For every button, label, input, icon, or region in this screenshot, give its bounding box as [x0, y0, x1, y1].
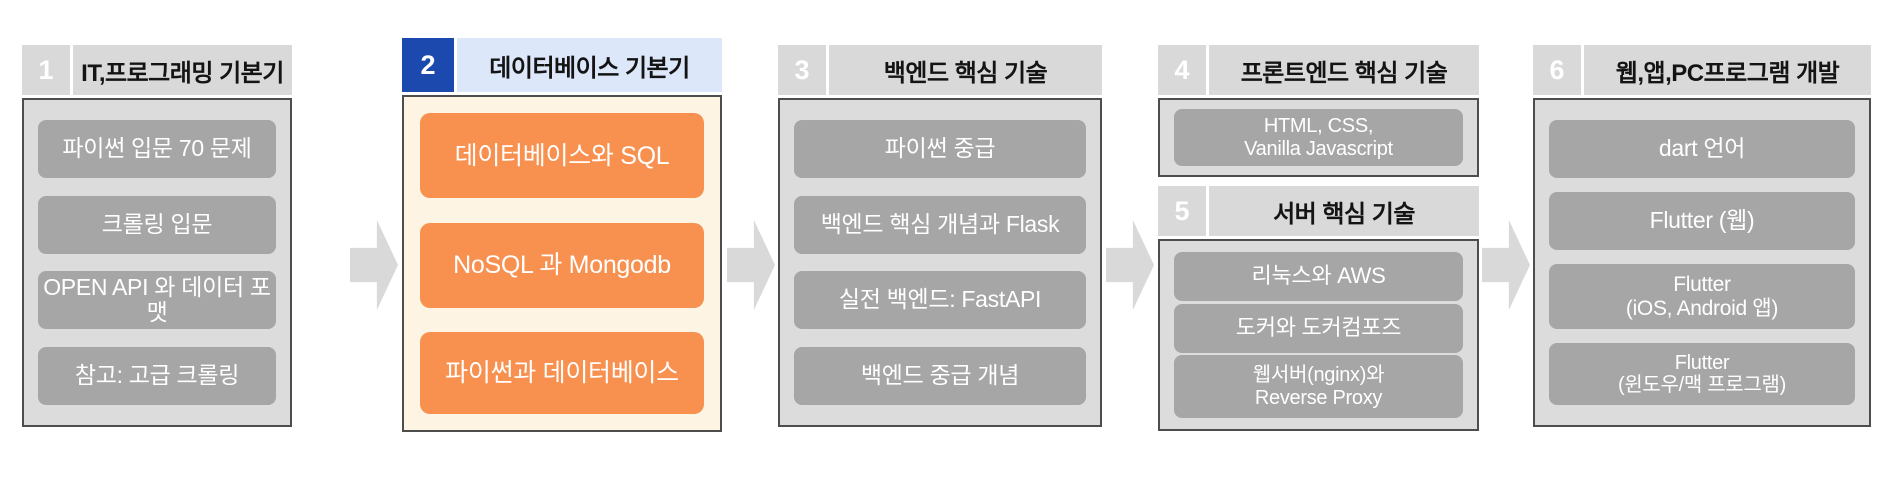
step-3-title: 백엔드 핵심 기술	[883, 59, 1048, 87]
arrow-right-icon	[727, 220, 775, 310]
step-1-header: 1 IT,프로그래밍 기본기	[22, 45, 292, 95]
step-4-number: 4	[1158, 45, 1209, 95]
course-item: 도커와 도커컴포즈	[1174, 303, 1463, 353]
step-2-header: 2 데이터베이스 기본기	[402, 38, 722, 92]
step-2-title: 데이터베이스 기본기	[489, 54, 690, 82]
arrow-right-icon	[350, 220, 398, 310]
step-1-number: 1	[22, 45, 73, 95]
course-item: OPEN API 와 데이터 포맷	[38, 271, 276, 330]
course-item: 데이터베이스와 SQL	[420, 113, 704, 198]
arrow-right-icon	[1106, 220, 1154, 310]
course-item: NoSQL 과 Mongodb	[420, 222, 704, 308]
course-item: Flutter (웹)	[1549, 192, 1855, 250]
course-item: 파이썬 중급	[794, 120, 1086, 178]
step-5-body: 리눅스와 AWS 도커와 도커컴포즈 웹서버(nginx)와 Reverse P…	[1158, 239, 1479, 431]
step-5: 5 서버 핵심 기술 리눅스와 AWS 도커와 도커컴포즈 웹서버(nginx)…	[1158, 186, 1479, 431]
step-5-number: 5	[1158, 186, 1209, 236]
course-item: 크롤링 입문	[38, 195, 276, 254]
step-4: 4 프론트엔드 핵심 기술 HTML, CSS, Vanilla Javascr…	[1158, 45, 1479, 177]
step-2: 2 데이터베이스 기본기 데이터베이스와 SQL NoSQL 과 Mongodb…	[402, 38, 722, 432]
course-item: 파이썬 입문 70 문제	[38, 120, 276, 178]
step-6-title: 웹,앱,PC프로그램 개발	[1615, 59, 1840, 87]
step-2-body: 데이터베이스와 SQL NoSQL 과 Mongodb 파이썬과 데이터베이스	[402, 95, 722, 432]
step-4-body: HTML, CSS, Vanilla Javascript	[1158, 98, 1479, 177]
step-2-number: 2	[402, 38, 457, 92]
step-3-body: 파이썬 중급 백엔드 핵심 개념과 Flask 실전 백엔드: FastAPI …	[778, 98, 1102, 427]
course-item: Flutter (iOS, Android 앱)	[1549, 264, 1855, 329]
course-item: HTML, CSS, Vanilla Javascript	[1174, 109, 1463, 166]
step-6: 6 웹,앱,PC프로그램 개발 dart 언어 Flutter (웹) Flut…	[1533, 45, 1871, 427]
course-item: 백엔드 핵심 개념과 Flask	[794, 195, 1086, 254]
step-6-number: 6	[1533, 45, 1584, 95]
course-item: 파이썬과 데이터베이스	[420, 332, 704, 414]
step-4-header: 4 프론트엔드 핵심 기술	[1158, 45, 1479, 95]
course-item: Flutter (윈도우/맥 프로그램)	[1549, 343, 1855, 405]
course-item: 실전 백엔드: FastAPI	[794, 271, 1086, 330]
course-item: dart 언어	[1549, 120, 1855, 178]
course-item: 리눅스와 AWS	[1174, 252, 1463, 301]
step-5-title: 서버 핵심 기술	[1273, 200, 1415, 228]
arrow-right-icon	[1482, 220, 1530, 310]
step-5-header: 5 서버 핵심 기술	[1158, 186, 1479, 236]
step-3: 3 백엔드 핵심 기술 파이썬 중급 백엔드 핵심 개념과 Flask 실전 백…	[778, 45, 1102, 427]
step-4-title: 프론트엔드 핵심 기술	[1240, 59, 1448, 87]
step-1-body: 파이썬 입문 70 문제 크롤링 입문 OPEN API 와 데이터 포맷 참고…	[22, 98, 292, 427]
step-3-number: 3	[778, 45, 829, 95]
course-item: 참고: 고급 크롤링	[38, 346, 276, 405]
step-1-title: IT,프로그래밍 기본기	[81, 59, 284, 87]
course-item: 백엔드 중급 개념	[794, 346, 1086, 405]
step-1: 1 IT,프로그래밍 기본기 파이썬 입문 70 문제 크롤링 입문 OPEN …	[22, 45, 292, 427]
course-item: 웹서버(nginx)와 Reverse Proxy	[1174, 355, 1463, 418]
step-6-header: 6 웹,앱,PC프로그램 개발	[1533, 45, 1871, 95]
step-3-header: 3 백엔드 핵심 기술	[778, 45, 1102, 95]
step-6-body: dart 언어 Flutter (웹) Flutter (iOS, Androi…	[1533, 98, 1871, 427]
